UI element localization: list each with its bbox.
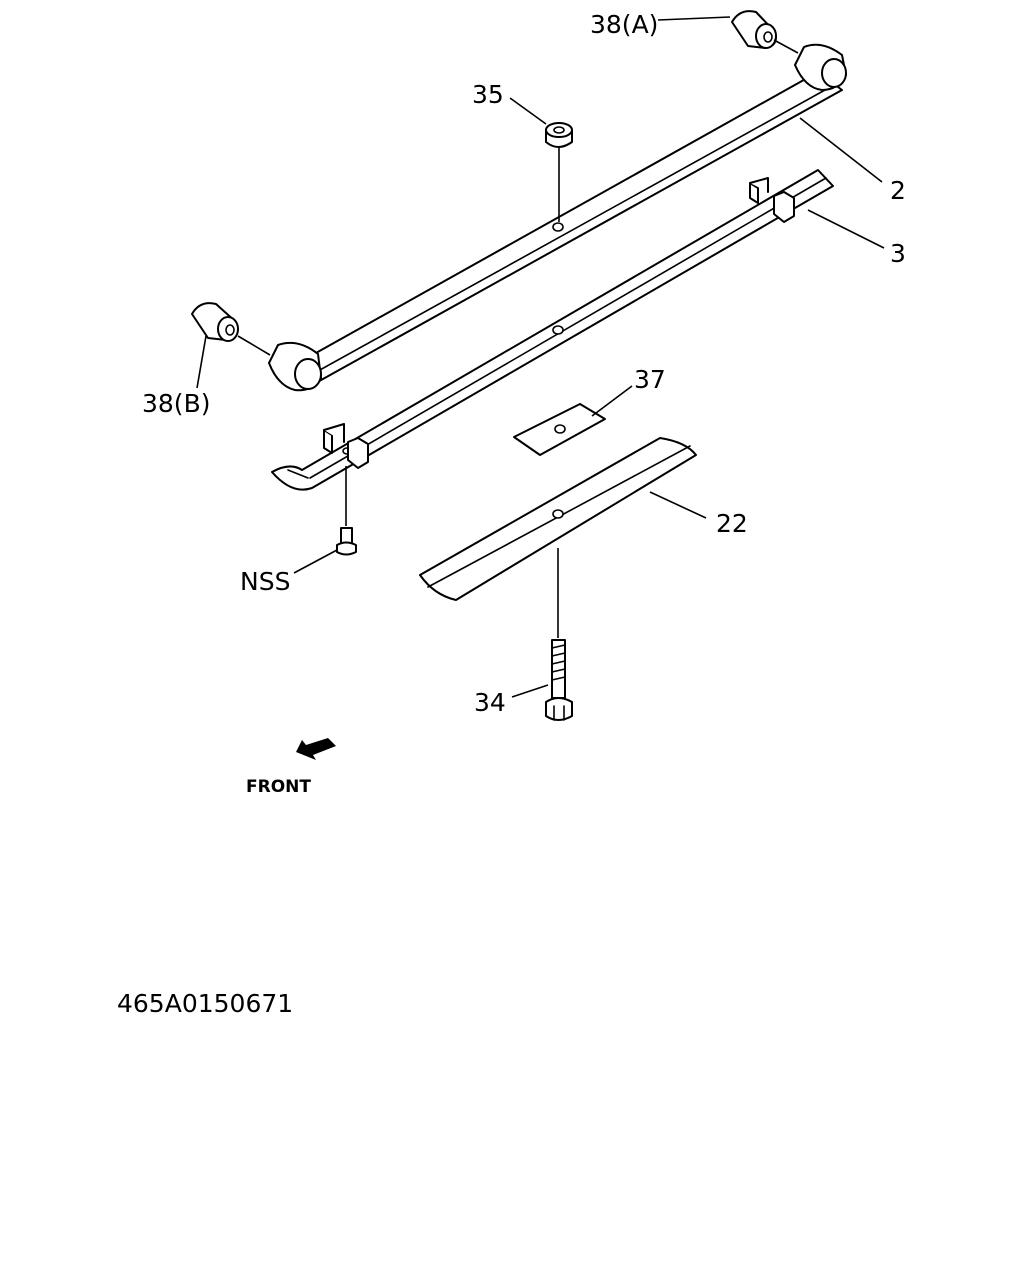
callout-2: 2 (890, 176, 906, 205)
leader-35 (509, 97, 547, 125)
leader-38b (196, 335, 207, 389)
clip-bolt-nss (336, 466, 357, 556)
nut-part-35 (545, 122, 573, 222)
callout-37: 37 (634, 365, 666, 394)
bushing-38a (731, 10, 799, 54)
front-arrow-icon (296, 738, 336, 760)
main-leaf-part-2 (268, 43, 847, 392)
front-label: FRONT (246, 777, 311, 797)
center-hole (552, 325, 564, 335)
leader-3 (807, 209, 885, 249)
bushing-38b (191, 302, 271, 356)
leader-2 (799, 117, 883, 183)
callout-38b: 38(B) (142, 389, 210, 418)
rear-clip (323, 423, 369, 469)
leader-22 (649, 491, 707, 519)
second-leaf-part-3 (271, 169, 834, 491)
callout-35: 35 (472, 80, 504, 109)
leader-34 (511, 684, 549, 698)
leader-37 (591, 385, 633, 417)
leader-nss (293, 549, 338, 574)
callout-nss: NSS (240, 567, 290, 596)
leader-lines (196, 16, 885, 698)
center-hole (552, 509, 564, 519)
front-clip (749, 177, 795, 223)
center-hole (552, 222, 564, 232)
callout-34: 34 (474, 688, 506, 717)
center-bolt-part-34 (545, 639, 573, 721)
callout-22: 22 (716, 509, 748, 538)
drawing-code: 465A0150671 (117, 989, 293, 1018)
spacer-plate-part-37 (513, 403, 606, 456)
callout-3: 3 (890, 239, 906, 268)
leader-38a (657, 16, 731, 21)
callout-38a: 38(A) (590, 10, 658, 39)
lower-leaf-part-22 (419, 437, 697, 638)
front-direction-indicator: FRONT (246, 738, 336, 797)
